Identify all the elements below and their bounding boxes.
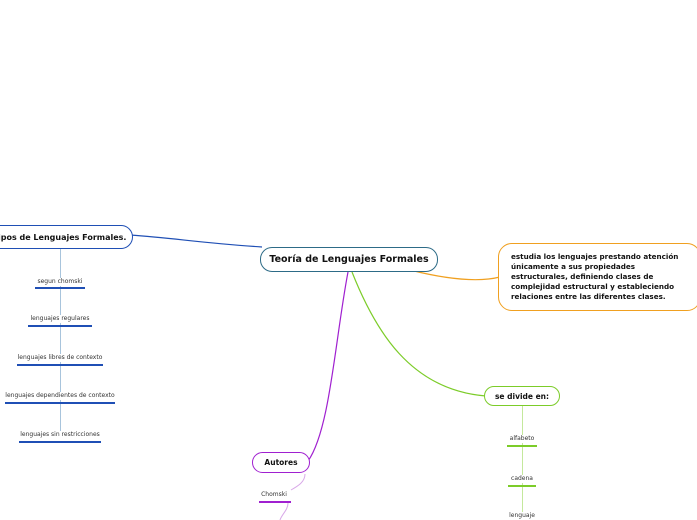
tipos-topic-label: Tipos de Lenguajes Formales. bbox=[0, 232, 127, 242]
descripcion-topic[interactable]: estudia los lenguajes prestando atención… bbox=[498, 243, 697, 311]
divide-connector bbox=[522, 406, 523, 520]
tipos-item-dependientes-contexto[interactable]: lenguajes dependientes de contexto bbox=[4, 392, 116, 400]
link-central-descripcion bbox=[409, 269, 501, 281]
divide-item-underline bbox=[507, 445, 537, 447]
tipos-item-underline bbox=[19, 441, 101, 443]
autores-item-underline bbox=[259, 501, 291, 503]
tipos-item-underline bbox=[5, 402, 115, 404]
divide-item-underline bbox=[508, 485, 536, 487]
link-central-divide bbox=[351, 271, 487, 397]
tipos-item-lenguajes-regulares[interactable]: lenguajes regulares bbox=[20, 315, 100, 323]
divide-item-alfabeto[interactable]: alfabeto bbox=[497, 435, 547, 443]
link-autores-chomski bbox=[290, 473, 306, 491]
autores-topic[interactable]: Autores bbox=[252, 452, 310, 473]
tipos-item-libres-contexto[interactable]: lenguajes libres de contexto bbox=[10, 354, 110, 362]
tipos-item-underline bbox=[35, 287, 85, 289]
central-topic[interactable]: Teoría de Lenguajes Formales bbox=[260, 247, 438, 272]
tipos-topic[interactable]: Tipos de Lenguajes Formales. bbox=[0, 225, 133, 249]
tipos-item-segun-chomski[interactable]: segun chomski bbox=[20, 278, 100, 286]
divide-topic-label: se divide en: bbox=[494, 391, 550, 401]
autores-topic-label: Autores bbox=[264, 458, 298, 467]
tipos-item-sin-restricciones[interactable]: lenguajes sin restricciones bbox=[12, 431, 108, 439]
link-central-tipos bbox=[129, 234, 263, 248]
divide-item-lenguaje[interactable]: lenguaje bbox=[497, 512, 547, 520]
autores-item-chomski[interactable]: Chomski bbox=[254, 491, 294, 499]
link-chomski-next bbox=[279, 502, 289, 520]
link-central-autores bbox=[307, 271, 349, 462]
tipos-item-underline bbox=[17, 364, 103, 366]
tipos-item-underline bbox=[28, 325, 92, 327]
divide-item-cadena[interactable]: cadena bbox=[497, 475, 547, 483]
central-topic-label: Teoría de Lenguajes Formales bbox=[269, 254, 429, 265]
divide-topic[interactable]: se divide en: bbox=[484, 386, 560, 406]
tipos-connector bbox=[60, 249, 61, 435]
descripcion-text: estudia los lenguajes prestando atención… bbox=[511, 252, 679, 301]
